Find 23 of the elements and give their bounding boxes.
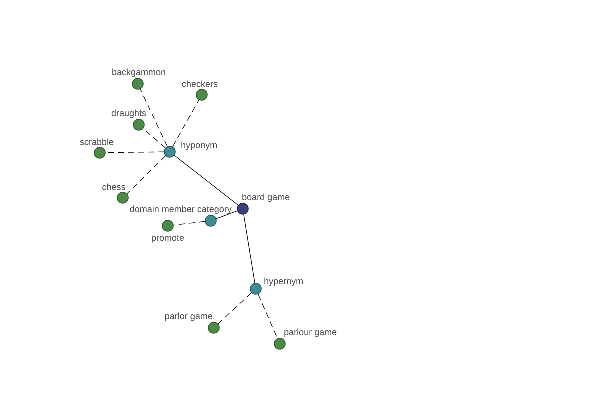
node-label: board game (242, 194, 290, 202)
node-label: hypernym (264, 278, 303, 286)
connector-line (244, 214, 256, 284)
node-label: scrabble (80, 138, 114, 146)
node-label: chess (102, 184, 126, 190)
node-label: backgammon (112, 68, 166, 78)
connector-line (140, 89, 168, 147)
node-label: hyponym (182, 142, 217, 150)
connector-line (106, 152, 164, 154)
node-label: parlor game (166, 312, 213, 322)
node-label: parlour game (284, 328, 337, 338)
connector-line (216, 210, 238, 220)
connector-line (174, 155, 239, 206)
connector-line (258, 294, 278, 339)
node-label: promote (152, 235, 184, 243)
connector-line (172, 100, 200, 148)
node-label: draughts (112, 110, 146, 118)
node-label: domain member category (130, 206, 232, 214)
connector-line (218, 292, 252, 324)
node-label: checkers (182, 80, 218, 88)
connector-line (126, 156, 166, 194)
connector-line (143, 128, 166, 148)
connector-line (174, 221, 206, 226)
